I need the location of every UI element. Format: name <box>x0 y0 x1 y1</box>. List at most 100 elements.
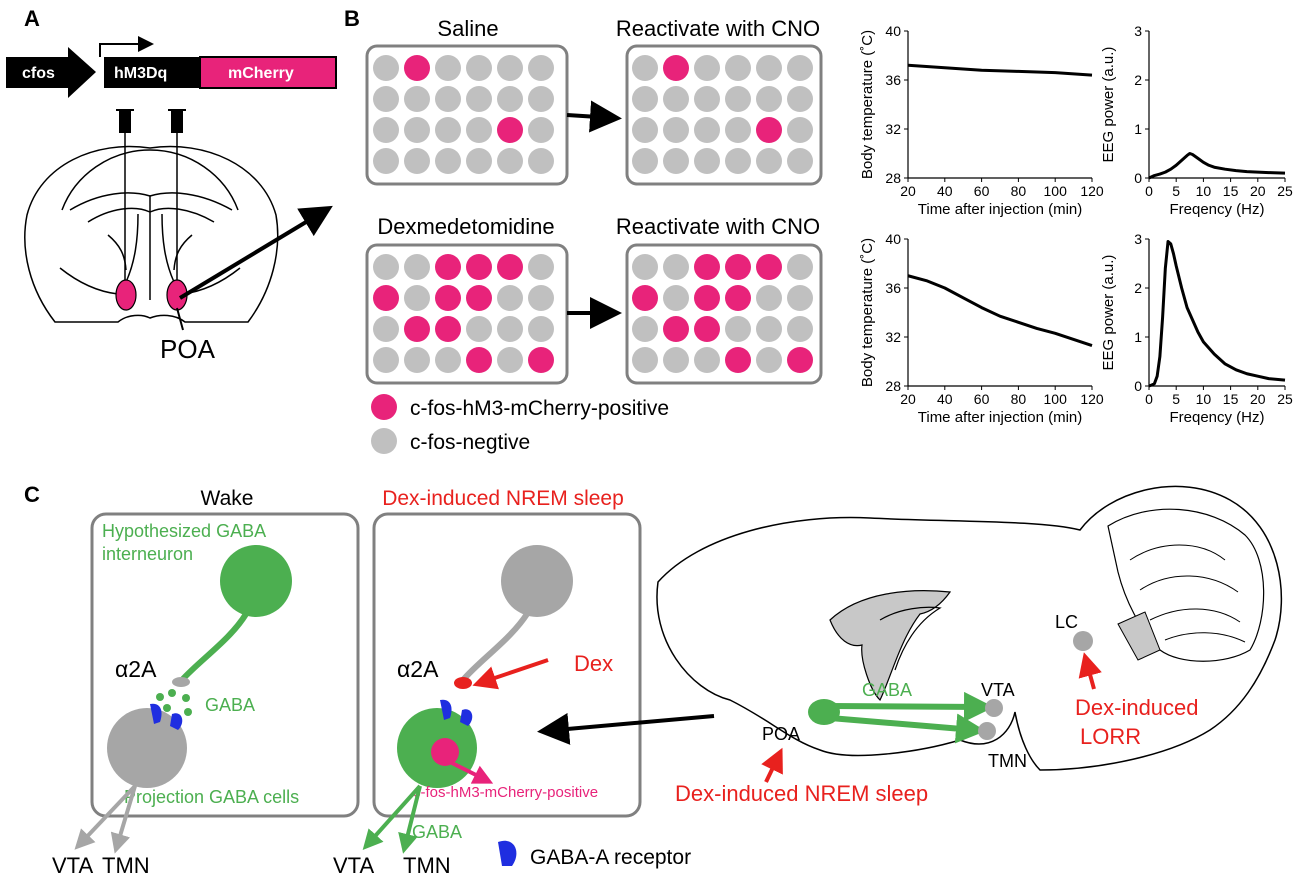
positive-cell <box>404 316 430 342</box>
sagittal-to-box-arrow <box>537 712 715 745</box>
negative-cell <box>466 117 492 143</box>
saline-title: Saline <box>437 16 498 41</box>
mcherry-block <box>199 56 337 89</box>
hippocampus-inner <box>879 606 942 671</box>
negative-cell <box>435 117 461 143</box>
panel-a: A cfos hM3Dq mCherry <box>6 6 337 364</box>
x-axis-label: Freqency (Hz) <box>1169 409 1264 426</box>
x-tick-label: 10 <box>1196 391 1212 407</box>
interneuron-axon <box>179 612 249 683</box>
dex-arrow <box>472 658 549 690</box>
tmn-nucleus <box>978 722 996 740</box>
negative-cell <box>404 148 430 174</box>
negative-cell <box>373 316 399 342</box>
negative-cell <box>787 86 813 112</box>
negative-cell <box>404 254 430 280</box>
negative-cell <box>694 117 720 143</box>
positive-cell <box>466 285 492 311</box>
negative-cell <box>404 347 430 373</box>
alpha2a-label-2: α2A <box>397 656 439 682</box>
dexmedetomidine-title: Dexmedetomidine <box>377 214 554 239</box>
y-tick-label: 40 <box>885 23 901 39</box>
negative-cell <box>787 55 813 81</box>
saline-cno-well-box <box>625 44 823 186</box>
y-tick-label: 0 <box>1134 378 1142 394</box>
negative-cell <box>632 316 658 342</box>
vta-label-1: VTA <box>52 853 93 878</box>
positive-cell <box>725 254 751 280</box>
x-tick-label: 10 <box>1196 183 1212 199</box>
gaba-a-receptor-1 <box>150 703 162 724</box>
positive-cell <box>725 285 751 311</box>
y-tick-label: 32 <box>885 121 901 137</box>
negative-cell <box>756 86 782 112</box>
positive-cell-label: c-fos-hM3-mCherry-positive <box>413 784 598 801</box>
positive-cell <box>725 347 751 373</box>
x-tick-label: 60 <box>974 391 990 407</box>
negative-cell <box>497 316 523 342</box>
negative-cell <box>528 86 554 112</box>
negative-cell <box>694 347 720 373</box>
dex-cno-well-box <box>625 243 823 385</box>
gaba-a-receptor-legend-icon <box>498 840 517 866</box>
dex-cell-grid <box>373 254 554 373</box>
hm3dq-label: hM3Dq <box>114 65 167 82</box>
negative-cell <box>497 86 523 112</box>
y-tick-label: 2 <box>1134 280 1142 296</box>
negative-cell <box>466 148 492 174</box>
poa-label: POA <box>160 334 216 364</box>
negative-cell <box>632 55 658 81</box>
x-tick-label: 20 <box>900 183 916 199</box>
negative-cell <box>632 347 658 373</box>
sagittal-vta-label: VTA <box>981 680 1015 700</box>
negative-cell <box>663 254 689 280</box>
brain-outline <box>656 485 1283 771</box>
x-tick-label: 5 <box>1172 391 1180 407</box>
gaba-a-receptor-4 <box>460 709 473 726</box>
receptor-legend-label: GABA-A receptor <box>530 846 691 869</box>
negative-cell <box>373 86 399 112</box>
series-line <box>907 63 1093 77</box>
alpha2a-label-1: α2A <box>115 656 157 682</box>
panel-b: B Saline Reactivate with CNO Dexmedetomi… <box>344 6 823 454</box>
y-tick-label: 0 <box>1134 170 1142 186</box>
a-to-b-arrow <box>178 205 333 300</box>
positive-cell <box>435 285 461 311</box>
positive-cell <box>466 254 492 280</box>
vta-nucleus <box>985 699 1003 717</box>
positive-cell <box>694 285 720 311</box>
dex-label: Dex <box>574 651 613 676</box>
negative-cell <box>528 316 554 342</box>
negative-cell <box>435 347 461 373</box>
sagittal-lc-label: LC <box>1055 612 1078 632</box>
negative-cell <box>663 347 689 373</box>
negative-cell <box>466 316 492 342</box>
x-tick-label: 60 <box>974 183 990 199</box>
tmn-label-2: TMN <box>403 853 451 878</box>
y-axis-label: Body temperature (˚C) <box>859 238 876 387</box>
cfos-promoter-arrow <box>6 47 96 98</box>
gaba-label-1: GABA <box>205 695 255 715</box>
negative-cell <box>404 285 430 311</box>
reactivate-title-2: Reactivate with CNO <box>616 214 820 239</box>
negative-cell <box>435 148 461 174</box>
dex-box <box>372 512 642 818</box>
negative-cell <box>632 117 658 143</box>
x-tick-label: 40 <box>937 391 953 407</box>
positive-cell <box>756 117 782 143</box>
x-tick-label: 20 <box>900 391 916 407</box>
legend-positive-swatch <box>371 394 397 420</box>
y-tick-label: 32 <box>885 329 901 345</box>
negative-cell <box>787 148 813 174</box>
positive-cell <box>663 55 689 81</box>
negative-cell <box>632 86 658 112</box>
brainstem-gray <box>1117 611 1161 661</box>
construct-diagram: cfos hM3Dq mCherry <box>6 36 337 98</box>
negative-cell <box>725 117 751 143</box>
y-tick-label: 2 <box>1134 72 1142 88</box>
y-tick-label: 36 <box>885 280 901 296</box>
negative-cell <box>497 285 523 311</box>
legend-negative-swatch <box>371 428 397 454</box>
positive-pointer <box>451 761 494 784</box>
